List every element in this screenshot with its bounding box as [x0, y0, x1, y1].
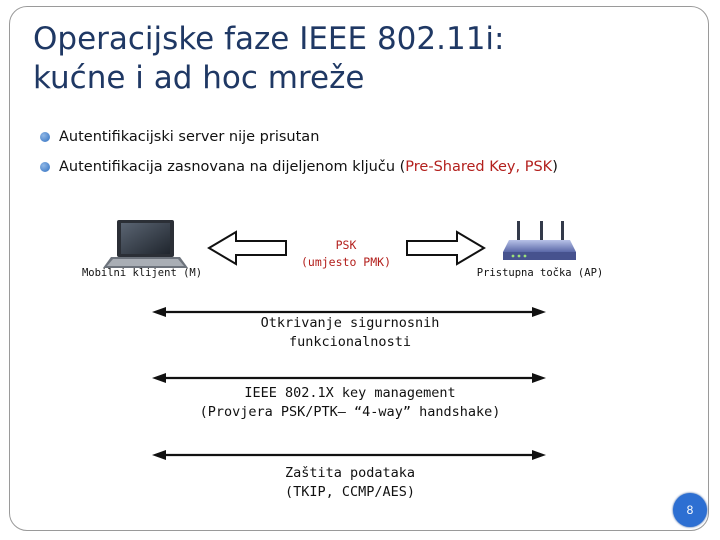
phase-label-key-management: IEEE 802.1X key management (Provjera PSK… [170, 384, 530, 422]
router-icon [503, 221, 576, 260]
phase-label-data-protection: Zaštita podataka (TKIP, CCMP/AES) [200, 464, 500, 502]
psk-left-arrow [209, 232, 286, 264]
phase-label-line-1: IEEE 802.1X key management [170, 384, 530, 403]
phase-label-discovery: Otkrivanje sigurnosnih funkcionalnosti [200, 314, 500, 352]
laptop-icon [103, 220, 188, 268]
phase-label-line-2: (Provjera PSK/PTK– “4-way” handshake) [170, 403, 530, 422]
page-number-badge: 8 [673, 493, 707, 527]
phase-label-line-2: funkcionalnosti [200, 333, 500, 352]
psk-label: PSK (umjesto PMK) [276, 237, 416, 271]
psk-label-line-1: PSK [276, 237, 416, 254]
ap-label: Pristupna točka (AP) [468, 267, 612, 279]
phase-arrow-data-protection [152, 450, 546, 460]
psk-label-line-2: (umjesto PMK) [276, 254, 416, 271]
phase-label-line-2: (TKIP, CCMP/AES) [200, 483, 500, 502]
phase-arrow-key-management [152, 373, 546, 383]
psk-right-arrow [407, 232, 484, 264]
phase-label-line-1: Otkrivanje sigurnosnih [200, 314, 500, 333]
phase-label-line-1: Zaštita podataka [200, 464, 500, 483]
client-label: Mobilni klijent (M) [72, 267, 212, 279]
